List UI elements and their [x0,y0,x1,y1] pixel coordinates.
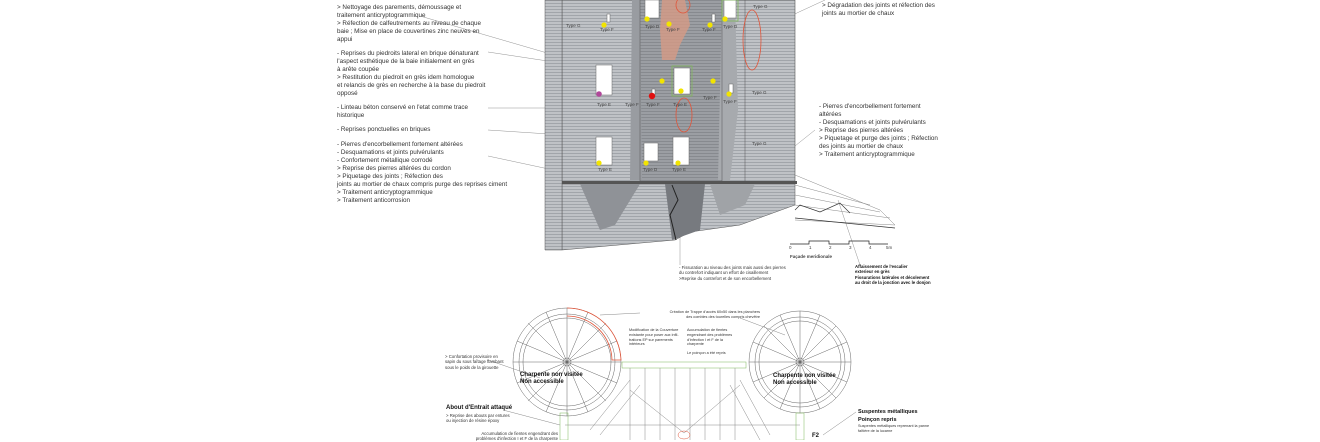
suspentes-title: Suspentes métalliques [858,409,918,415]
type-label: Type F [600,27,614,32]
note-creation-trappe: Création de Trappe d'accès 60x50 dans le… [669,310,760,319]
about-entrait-title: About d'Entrait attaqué [446,405,513,411]
poincon-title: Poinçon repris [858,417,897,423]
type-label: Type D [645,24,660,29]
note-accumulation: Accumulation de fientes engendrant des p… [687,328,733,347]
note-poincon-repris: Le poinçon a été repris [687,351,726,355]
svg-text:2: 2 [829,245,832,250]
note-degradation-joints: > Dégradation des joints et réfection de… [822,2,935,17]
note-confortation: > Confortation provisoire en sapin du so… [445,354,504,370]
note-encorbellement-left: - Pierres d'encorbellement fortement alt… [337,141,508,204]
type-label: Type G [566,23,581,28]
type-label: Type D [643,167,658,172]
suspentes-text: Suspentes métalliques reprenant la panne… [858,424,930,433]
exterior-stairs [794,174,896,229]
type-label: Type F [702,27,716,32]
svg-text:4: 4 [869,245,872,250]
note-piedroits: - Reprises du piedroits lateral en briqu… [337,50,486,97]
facade-elevation [544,0,797,251]
label-f2: F2 [812,433,820,439]
note-fissuration: - Fissuration au niveau des joints mais … [679,265,786,281]
type-label: Type E [672,167,686,172]
type-label: Type F [666,27,680,32]
note-nettoyage: > Nettoyage des parements, démoussage et… [337,4,482,43]
type-label: Type D [723,24,738,29]
type-label: Type E [598,167,612,172]
note-reprises-briques: - Reprises ponctuelles en briques [337,126,431,133]
roof-plan [487,307,857,440]
note-couverture: Modification de la Couverture existante … [629,328,679,347]
type-label: Type E [597,102,611,107]
type-label: Type E [673,102,687,107]
note-affaissement: Affaissement de l'escalier exterieur en … [855,264,931,285]
label-charpente-left: Charpente non visitée Non accessible [520,372,583,385]
svg-text:0: 0 [789,245,792,250]
type-label: Type G [752,141,767,146]
type-label: Type F [703,95,717,100]
svg-text:3: 3 [849,245,852,250]
note-linteau: - Linteau béton conservé en l'etat comme… [337,104,469,119]
type-label: Type F [625,102,639,107]
type-label: Type F [723,99,737,104]
label-charpente-right: Charpente non visitée Non accessible [773,373,836,386]
note-accumulation-2: Accumulation de fientes engendrant des p… [475,431,558,442]
window-type-labels: Type G Type F Type D Type F Type F Type … [566,4,768,172]
type-label: Type F [646,102,660,107]
svg-text:5m: 5m [886,245,893,250]
note-encorbellement-right: - Pierres d'encorbellement fortement alt… [819,103,938,158]
svg-text:1: 1 [809,245,812,250]
type-label: Type G [753,4,768,9]
type-label: Type G [752,90,767,95]
facade-title: Façade meridionale [790,254,833,259]
about-entrait-text: > Reprise des abouts par entures ou inje… [446,413,510,424]
scale-bar: 0 1 2 3 4 5m Façade meridionale [789,240,893,259]
